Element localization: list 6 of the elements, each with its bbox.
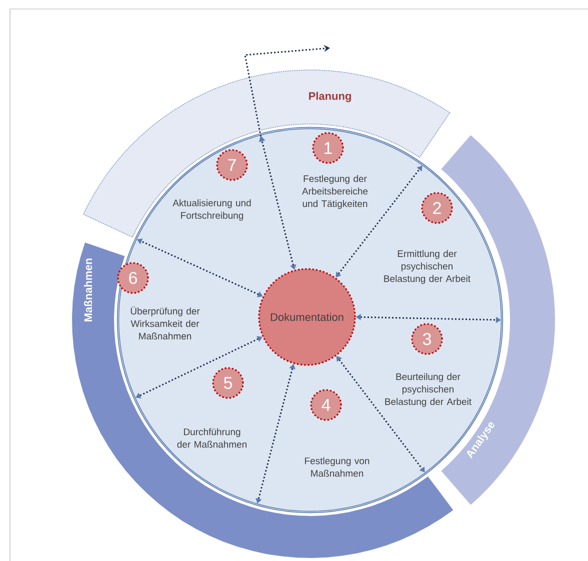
step-description: Beurteilung der psychischen Belastung der Arbeit (385, 373, 472, 407)
arrow (336, 356, 425, 472)
band-label: Planung (309, 92, 351, 102)
band-label: Maßnahmen (84, 258, 92, 322)
step-description: Ermittlung der psychischen Belastung der Arbeit (384, 250, 470, 284)
arrow (336, 166, 422, 278)
